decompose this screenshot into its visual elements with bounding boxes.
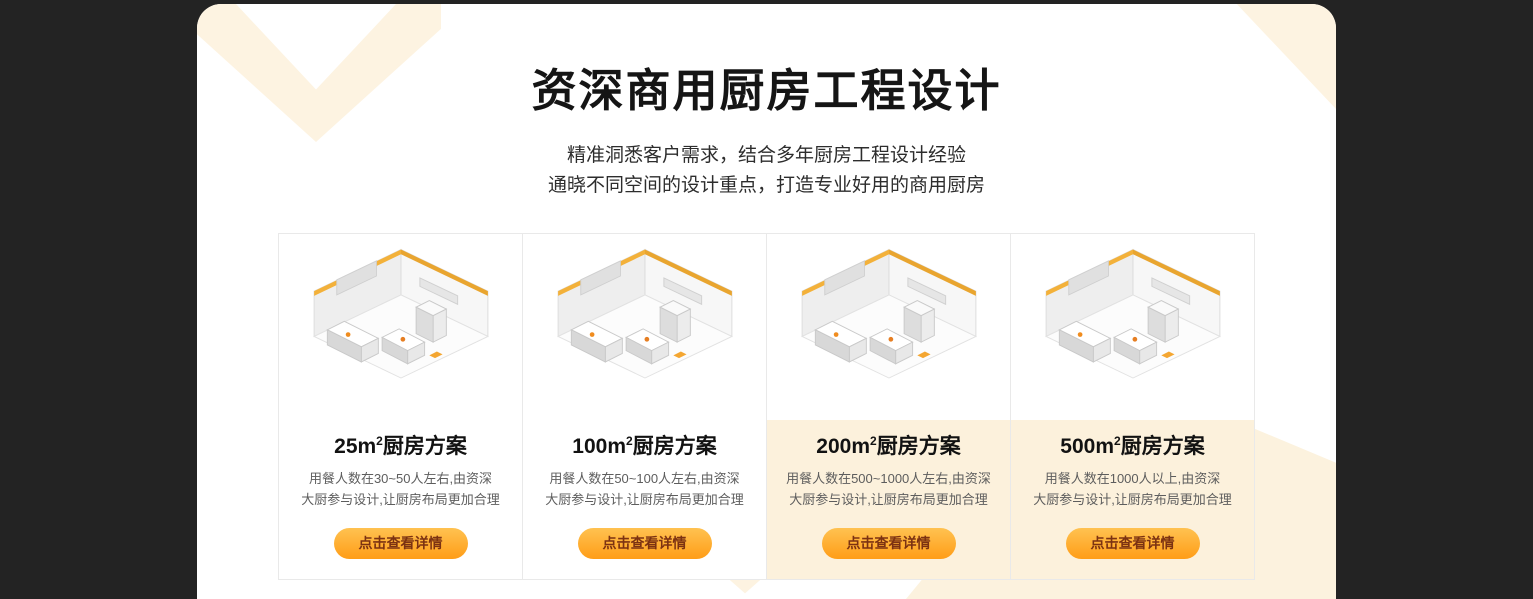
kitchen-plan-cards: 25m2厨房方案 用餐人数在30~50人左右,由资深 大厨参与设计,让厨房布局更… [276, 233, 1258, 580]
view-details-button[interactable]: 点击查看详情 [1065, 527, 1200, 559]
card-desc-line-2: 大厨参与设计,让厨房布局更加合理 [1033, 491, 1232, 507]
kitchen-render-illustration [531, 242, 759, 412]
kitchen-render-200m2 [767, 234, 1010, 420]
card-desc-line-1: 用餐人数在30~50人左右,由资深 [308, 471, 493, 486]
card-body: 200m2厨房方案 用餐人数在500~1000人左右,由资深 大厨参与设计,让厨… [767, 420, 1010, 579]
kitchen-render-illustration [1019, 242, 1247, 412]
kitchen-plan-card-25m2: 25m2厨房方案 用餐人数在30~50人左右,由资深 大厨参与设计,让厨房布局更… [278, 233, 523, 580]
card-area-sup: 2 [1114, 434, 1121, 448]
card-desc-line-1: 用餐人数在50~100人左右,由资深 [549, 471, 740, 486]
card-area: 25m [334, 435, 377, 458]
card-title: 25m2厨房方案 [287, 430, 514, 460]
card-area: 500m [1060, 435, 1115, 458]
view-details-button[interactable]: 点击查看详情 [821, 527, 956, 559]
card-title: 500m2厨房方案 [1019, 430, 1246, 460]
view-details-button[interactable]: 点击查看详情 [333, 527, 468, 559]
subtitle-line-2: 通晓不同空间的设计重点，打造专业好用的商用厨房 [547, 175, 985, 196]
card-desc-line-2: 大厨参与设计,让厨房布局更加合理 [301, 491, 500, 507]
kitchen-render-illustration [775, 242, 1003, 412]
card-desc-line-1: 用餐人数在500~1000人左右,由资深 [786, 471, 991, 486]
card-title: 100m2厨房方案 [531, 430, 758, 460]
subtitle: 精准洞悉客户需求，结合多年厨房工程设计经验 通晓不同空间的设计重点，打造专业好用… [197, 141, 1336, 201]
card-area-sup: 2 [626, 434, 633, 448]
card-area-sup: 2 [870, 434, 877, 448]
kitchen-plan-card-200m2: 200m2厨房方案 用餐人数在500~1000人左右,由资深 大厨参与设计,让厨… [766, 233, 1011, 580]
card-desc-line-2: 大厨参与设计,让厨房布局更加合理 [789, 491, 988, 507]
card-title-rest: 厨房方案 [382, 435, 467, 458]
kitchen-render-500m2 [1011, 234, 1254, 420]
card-description: 用餐人数在1000人以上,由资深 大厨参与设计,让厨房布局更加合理 [1019, 469, 1246, 511]
card-description: 用餐人数在50~100人左右,由资深 大厨参与设计,让厨房布局更加合理 [531, 469, 758, 511]
section-content: 资深商用厨房工程设计 精准洞悉客户需求，结合多年厨房工程设计经验 通晓不同空间的… [197, 4, 1336, 580]
card-description: 用餐人数在500~1000人左右,由资深 大厨参与设计,让厨房布局更加合理 [775, 469, 1002, 511]
card-title: 200m2厨房方案 [775, 430, 1002, 460]
card-title-rest: 厨房方案 [1120, 435, 1205, 458]
subtitle-line-1: 精准洞悉客户需求，结合多年厨房工程设计经验 [566, 145, 966, 166]
kitchen-render-25m2 [279, 234, 522, 420]
card-area-sup: 2 [376, 434, 383, 448]
card-area: 200m [816, 435, 871, 458]
card-description: 用餐人数在30~50人左右,由资深 大厨参与设计,让厨房布局更加合理 [287, 469, 514, 511]
content-panel: 资深商用厨房工程设计 精准洞悉客户需求，结合多年厨房工程设计经验 通晓不同空间的… [197, 4, 1336, 599]
kitchen-render-100m2 [523, 234, 766, 420]
page-title: 资深商用厨房工程设计 [531, 65, 1002, 116]
card-body: 100m2厨房方案 用餐人数在50~100人左右,由资深 大厨参与设计,让厨房布… [523, 420, 766, 579]
card-body: 25m2厨房方案 用餐人数在30~50人左右,由资深 大厨参与设计,让厨房布局更… [279, 420, 522, 579]
view-details-button[interactable]: 点击查看详情 [577, 527, 712, 559]
card-desc-line-1: 用餐人数在1000人以上,由资深 [1044, 471, 1221, 486]
kitchen-plan-card-100m2: 100m2厨房方案 用餐人数在50~100人左右,由资深 大厨参与设计,让厨房布… [522, 233, 767, 580]
kitchen-render-illustration [287, 242, 515, 412]
card-title-rest: 厨房方案 [876, 435, 961, 458]
card-desc-line-2: 大厨参与设计,让厨房布局更加合理 [545, 491, 744, 507]
card-title-rest: 厨房方案 [632, 435, 717, 458]
card-body: 500m2厨房方案 用餐人数在1000人以上,由资深 大厨参与设计,让厨房布局更… [1011, 420, 1254, 579]
kitchen-plan-card-500m2: 500m2厨房方案 用餐人数在1000人以上,由资深 大厨参与设计,让厨房布局更… [1010, 233, 1255, 580]
card-area: 100m [572, 435, 627, 458]
